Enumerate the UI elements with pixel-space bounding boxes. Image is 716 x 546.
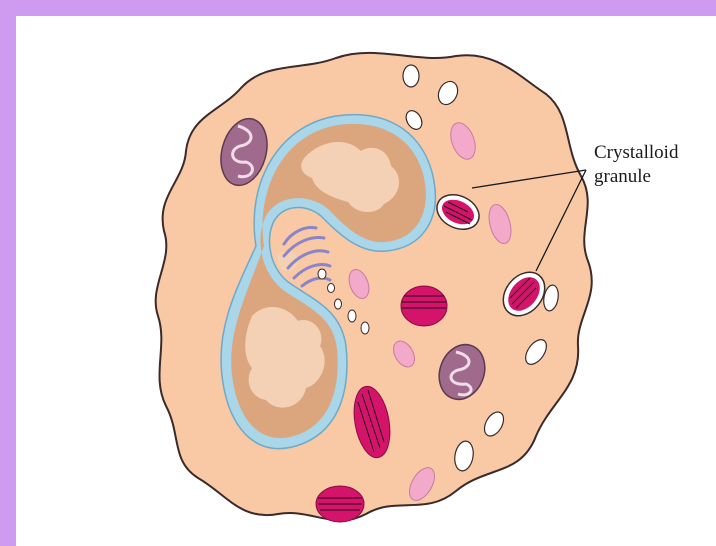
slide-canvas: Crystalloid granule <box>16 16 716 546</box>
vesicle <box>335 299 342 309</box>
vesicle <box>361 322 369 334</box>
vesicle <box>328 284 335 293</box>
vesicle <box>348 310 356 322</box>
crystalloid-label-line1: Crystalloid <box>594 142 678 164</box>
crystalloid-label-line2: granule <box>594 166 651 188</box>
crystalloid-granule <box>401 286 447 326</box>
crystalloid-granule <box>316 486 364 522</box>
vesicle <box>403 65 419 87</box>
vesicle <box>318 269 326 279</box>
eosinophil-diagram <box>16 16 716 546</box>
